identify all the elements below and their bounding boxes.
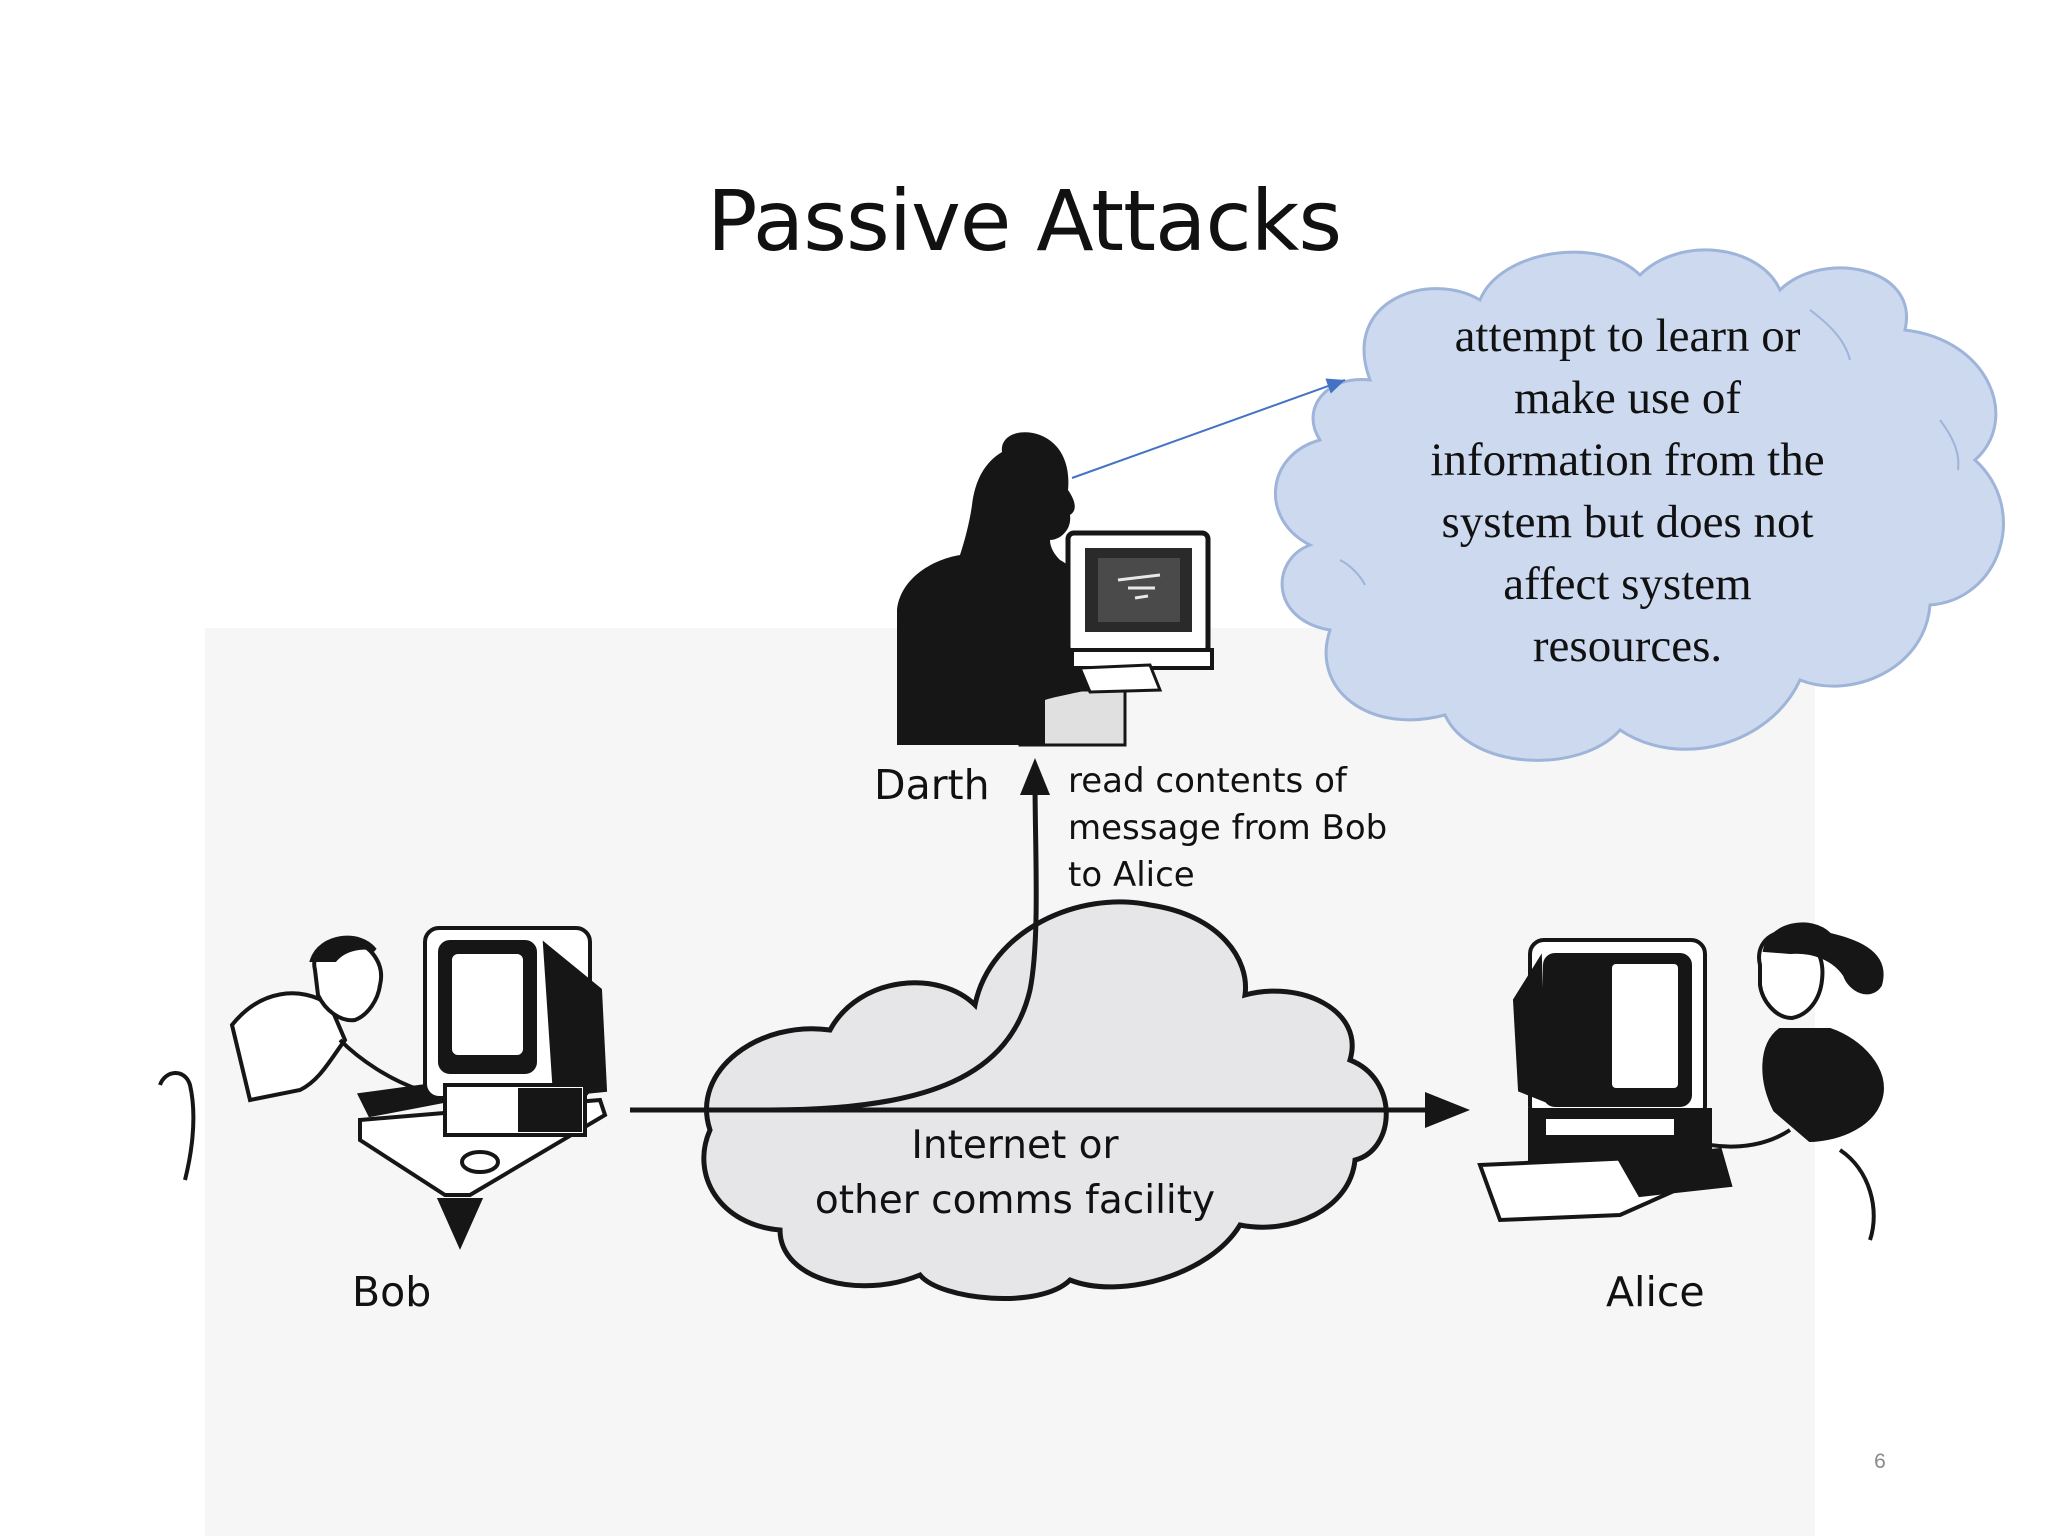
callout-line: make use of — [1513, 372, 1742, 424]
alice-label: Alice — [1606, 1268, 1705, 1316]
bob-figure — [158, 926, 608, 1250]
interception-arrow-head — [1020, 758, 1050, 795]
message-arrow-head — [1425, 1092, 1470, 1128]
callout-line: resources. — [1532, 620, 1723, 672]
interception-note-line: to Alice — [1068, 855, 1195, 895]
darth-label: Darth — [874, 761, 990, 809]
alice-figure — [1477, 922, 1884, 1241]
interception-arrow-line — [769, 779, 1039, 1113]
callout-line: information from the — [1430, 434, 1825, 486]
network-label-line: other comms facility — [814, 1178, 1216, 1223]
interception-note: read contents of message from Bob to Ali… — [1068, 758, 1488, 899]
callout-text: attempt to learn or make use of informat… — [1340, 305, 1915, 677]
page-number: 6 — [1874, 1450, 1886, 1473]
interception-note-line: read contents of — [1068, 761, 1347, 801]
callout-cloud — [1274, 248, 2005, 762]
callout-line: affect system — [1503, 558, 1752, 610]
interception-note-line: message from Bob — [1068, 808, 1388, 848]
callout-line: system but does not — [1441, 496, 1814, 548]
darth-figure — [897, 432, 1214, 747]
callout-pointer-arrow — [1071, 378, 1346, 479]
network-label-line: Internet or — [911, 1123, 1119, 1168]
network-label: Internet or other comms facility — [780, 1118, 1250, 1228]
callout-line: attempt to learn or — [1454, 310, 1801, 362]
bob-label: Bob — [352, 1268, 432, 1316]
network-cloud — [701, 899, 1389, 1301]
slide-title: Passive Attacks — [706, 172, 1342, 270]
